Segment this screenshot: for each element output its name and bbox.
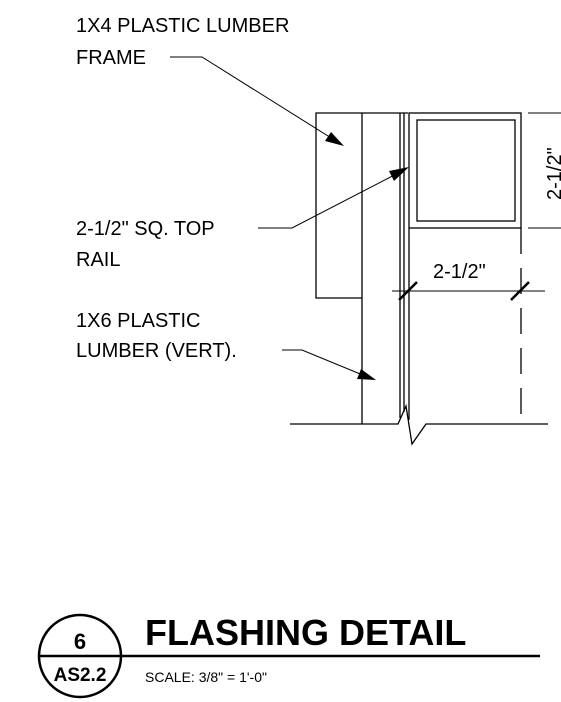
sheet-number: AS2.2 xyxy=(54,665,107,686)
dimension-rail-width-label: 2-1/2" xyxy=(433,261,486,283)
note-frame-line2: FRAME xyxy=(76,47,146,69)
detail-title-block: 6 AS2.2 FLASHING DETAIL SCALE: 3/8" = 1'… xyxy=(37,612,540,699)
note-vert-line1: 1X6 PLASTIC xyxy=(76,310,201,332)
leader-arrowhead xyxy=(325,132,344,146)
detail-title: FLASHING DETAIL xyxy=(145,612,466,653)
dimension-rail-width: 2-1/2" xyxy=(392,261,545,301)
leader-arrowhead xyxy=(357,369,376,380)
dimension-rail-height: 2-1/2" xyxy=(528,112,561,229)
detail-number: 6 xyxy=(74,629,86,654)
note-rail-line1: 2-1/2" SQ. TOP xyxy=(76,218,215,240)
top-rail-square xyxy=(408,112,522,229)
dimension-rail-height-label: 2-1/2" xyxy=(544,147,561,200)
note-vertical-1x6: 1X6 PLASTIC LUMBER (VERT). xyxy=(76,310,376,380)
note-frame-line1: 1X4 PLASTIC LUMBER xyxy=(76,15,289,37)
note-vert-line2: LUMBER (VERT). xyxy=(76,340,237,362)
leader-arrowhead xyxy=(389,167,409,181)
note-rail-line2: RAIL xyxy=(76,249,120,271)
ground-line-break xyxy=(290,403,548,446)
detail-scale: SCALE: 3/8" = 1'-0" xyxy=(145,669,267,685)
note-top-rail: 2-1/2" SQ. TOP RAIL xyxy=(76,167,409,271)
note-frame-1x4: 1X4 PLASTIC LUMBER FRAME xyxy=(76,15,344,146)
post-below-rail xyxy=(408,228,522,424)
